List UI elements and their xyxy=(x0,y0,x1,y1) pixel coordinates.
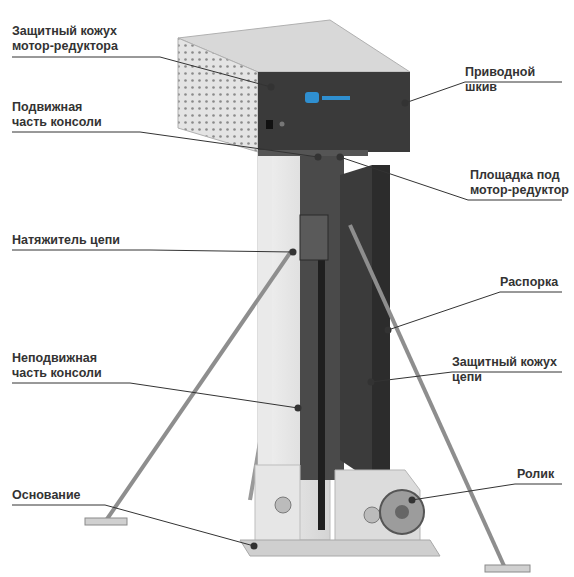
leader-line xyxy=(12,250,293,252)
leader-dot xyxy=(268,84,275,91)
housing-side xyxy=(178,38,258,152)
leader-line xyxy=(12,57,271,87)
part-label: Площадка под мотор-редуктор xyxy=(470,168,570,198)
leader-dot xyxy=(409,497,416,504)
leader-dot xyxy=(368,379,375,386)
part-label: Защитный кожух мотор-редуктора xyxy=(12,24,152,54)
leader-dot xyxy=(295,405,302,412)
leader-dot xyxy=(337,154,344,161)
part-label: Основание xyxy=(12,488,122,503)
leader-line xyxy=(12,505,254,546)
roller xyxy=(380,490,424,534)
base-foot xyxy=(240,540,440,556)
logo-mark xyxy=(305,92,319,103)
leader-line xyxy=(412,484,562,500)
leader-line xyxy=(388,292,562,330)
chain-guard-side xyxy=(372,165,390,470)
logo-mark xyxy=(322,96,350,100)
part-label: Подвижная часть консоли xyxy=(12,100,112,130)
indicator xyxy=(280,122,285,127)
part-label: Приводной шкив xyxy=(465,65,570,95)
leader-dot xyxy=(290,249,297,256)
base-plate xyxy=(335,470,420,548)
housing-front xyxy=(258,72,410,152)
bolt xyxy=(364,507,380,523)
leader-line xyxy=(12,383,298,408)
leader-dot xyxy=(385,327,392,334)
leader-dot xyxy=(402,100,409,107)
bolt xyxy=(275,497,291,513)
part-label: Защитный кожух цепи xyxy=(452,355,572,385)
anchor-bracket xyxy=(85,518,127,525)
spacer-rod xyxy=(350,225,505,568)
switch xyxy=(266,120,273,129)
leader-dot xyxy=(251,543,258,550)
part-label: Натяжитель цепи xyxy=(12,233,152,248)
spacer-rod xyxy=(105,250,292,522)
leader-line xyxy=(12,132,318,157)
anchor-bracket xyxy=(485,565,530,572)
leader-dot xyxy=(315,154,322,161)
part-label: Неподвижная часть консоли xyxy=(12,351,117,381)
base-plate xyxy=(255,465,300,545)
part-label: Распорка xyxy=(500,275,572,290)
part-label: Ролик xyxy=(517,467,572,482)
chain-tensioner xyxy=(300,215,328,260)
roller-hub xyxy=(395,505,409,519)
chain-slot xyxy=(318,230,325,530)
chain-guard xyxy=(340,165,390,470)
